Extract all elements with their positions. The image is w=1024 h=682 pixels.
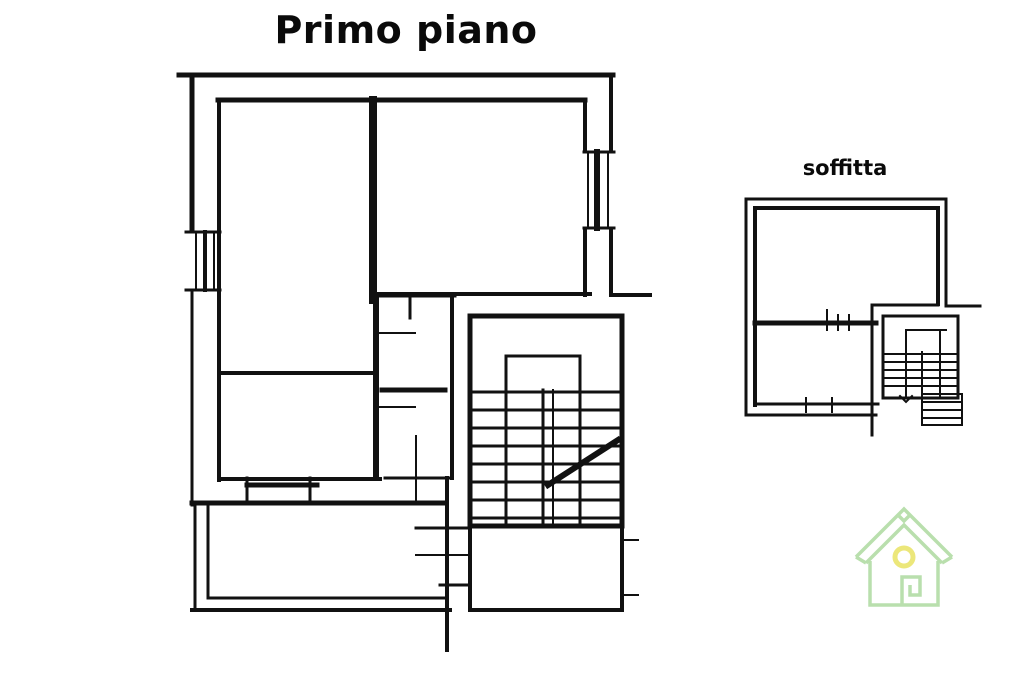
attic-plan-title: soffitta [802,156,888,180]
floor-plan-title: Primo piano [274,8,538,52]
house-logo-icon [854,506,954,607]
attic-plan [744,197,982,437]
